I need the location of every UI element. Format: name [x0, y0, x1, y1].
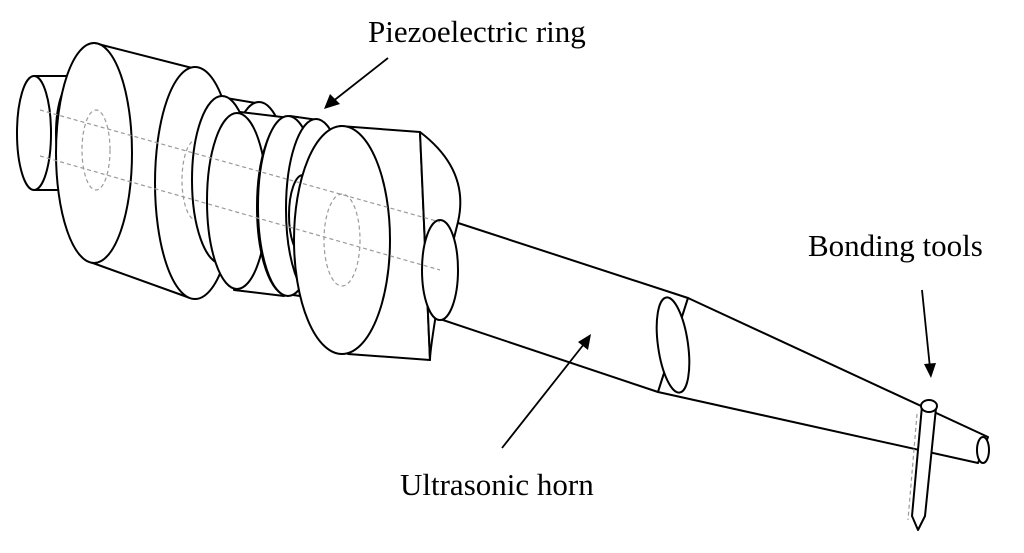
- bonding-tool: [907, 399, 938, 531]
- tools-arrow: [921, 289, 936, 378]
- ultrasonic-horn: [421, 220, 990, 464]
- label-ultrasonic-horn: Ultrasonic horn: [400, 467, 594, 502]
- label-bonding-tools: Bonding tools: [808, 228, 983, 263]
- piezo-arrow: [324, 57, 389, 109]
- front-mass-cylinder: [293, 125, 462, 361]
- hidden-centerline: [39, 109, 441, 271]
- horn-arrow: [501, 334, 591, 449]
- label-piezoelectric-ring: Piezoelectric ring: [368, 14, 586, 49]
